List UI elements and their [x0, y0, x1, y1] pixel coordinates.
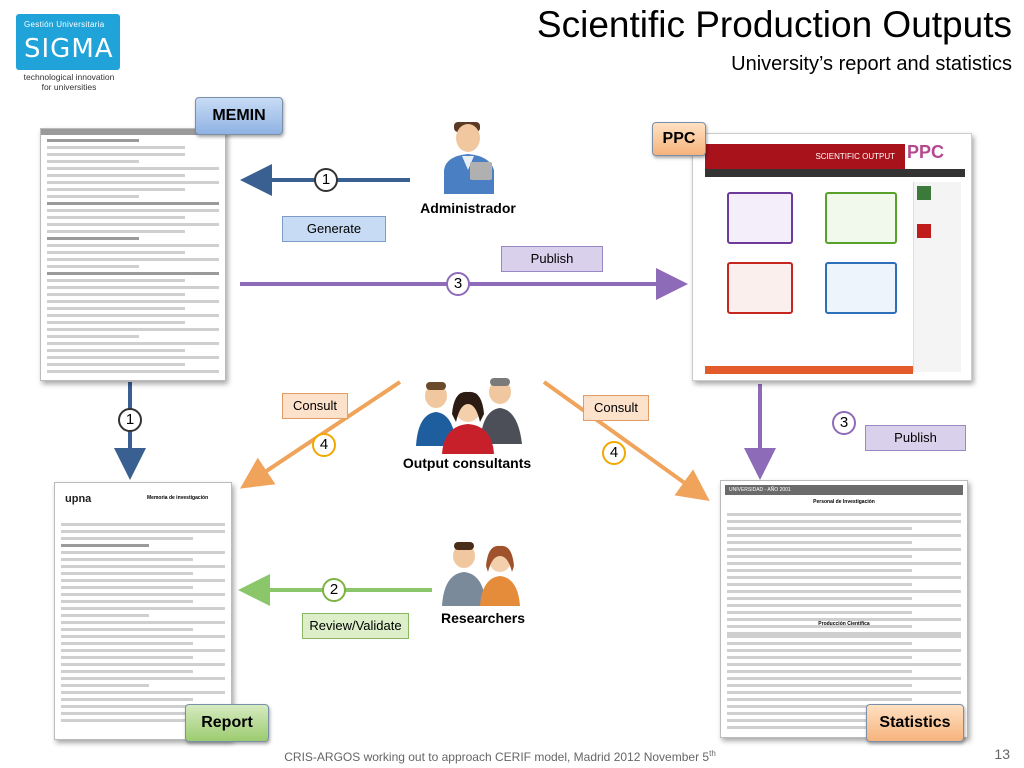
step-number-admin: 1: [314, 168, 338, 192]
footer-sup: th: [709, 749, 716, 758]
stats-banner: UNIVERSIDAD - AÑO 2001: [725, 485, 963, 495]
step-number-memin-report: 1: [118, 408, 142, 432]
step-number-consult-left: 4: [312, 433, 336, 457]
publish-label-right: Publish: [865, 425, 966, 451]
ppc-brand: PPC: [907, 142, 945, 162]
researchers-group-icon: [442, 542, 520, 606]
publish-label-top: Publish: [501, 246, 603, 272]
step-number-memin-ppc: 3: [446, 272, 470, 296]
logo-tagline-line-2: for universities: [41, 82, 97, 92]
administrator-person-icon: [444, 122, 494, 194]
report-label: Report: [185, 704, 269, 742]
slide-subtitle: University’s report and statistics: [731, 53, 1012, 75]
review-validate-label: Review/Validate: [302, 613, 409, 639]
report-document-thumbnail: upna Memoria de investigación: [54, 482, 232, 740]
arrow-consult-left: [240, 380, 402, 489]
page-number: 13: [994, 746, 1010, 762]
step-number-consult-right: 4: [602, 441, 626, 465]
consult-label-left: Consult: [282, 393, 348, 419]
statistics-thumbnail: UNIVERSIDAD - AÑO 2001 Personal de Inves…: [720, 480, 968, 738]
ppc-label: PPC: [652, 122, 706, 156]
stats-heading-1: Personal de Investigación: [813, 499, 875, 505]
stats-heading-2: Producción Científica: [818, 621, 870, 627]
output-consultants-group-icon: [416, 378, 522, 454]
consult-label-right: Consult: [583, 395, 649, 421]
report-brand: upna: [65, 493, 92, 505]
statistics-label: Statistics: [866, 704, 964, 742]
memin-label: MEMIN: [195, 97, 283, 135]
generate-label: Generate: [282, 216, 386, 242]
logo-tagline-line-1: technological innovation: [23, 72, 115, 82]
output-consultants-label: Output consultants: [402, 455, 532, 471]
memin-form-thumbnail: [40, 128, 226, 381]
slide-title: Scientific Production Outputs: [536, 4, 1012, 45]
ppc-portal-thumbnail: SCIENTIFIC OUTPUT PPC: [692, 133, 972, 381]
logo-big-text: SIGMA: [24, 34, 114, 64]
researchers-label: Researchers: [440, 610, 526, 626]
logo-tagline: technological innovation for universitie…: [14, 72, 124, 92]
footer-text: CRIS-ARGOS working out to approach CERIF…: [284, 750, 710, 764]
arrow-consult-right: [542, 380, 710, 501]
footer-caption: CRIS-ARGOS working out to approach CERIF…: [220, 749, 780, 764]
administrator-label: Administrador: [420, 200, 516, 216]
report-heading: Memoria de investigación: [147, 495, 209, 501]
logo-small-text: Gestión Universitaria: [24, 20, 105, 29]
step-number-review: 2: [322, 578, 346, 602]
ppc-header-bar: SCIENTIFIC OUTPUT: [705, 144, 905, 169]
sigma-logo: Gestión Universitaria SIGMA: [16, 14, 120, 70]
step-number-ppc-stats: 3: [832, 411, 856, 435]
